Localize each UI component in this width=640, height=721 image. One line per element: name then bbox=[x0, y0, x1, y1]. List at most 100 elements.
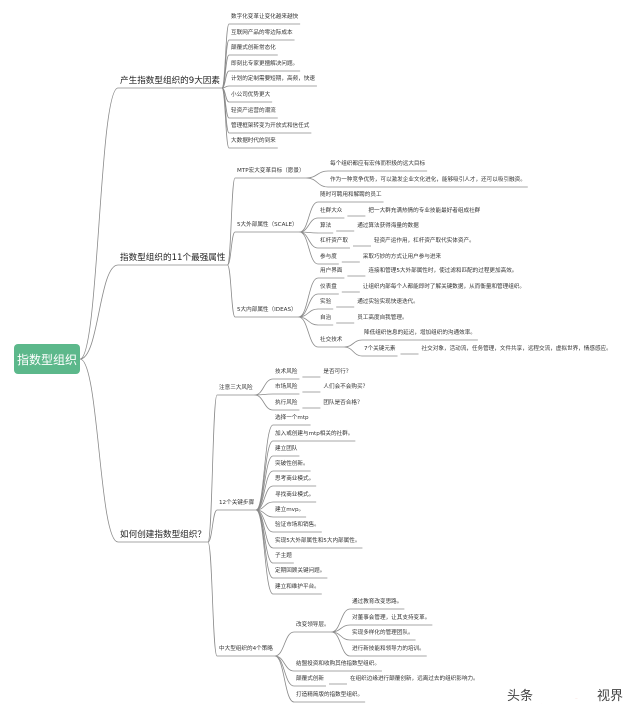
attribute-group[interactable]: 5大内部属性（IDEAS） bbox=[237, 307, 297, 313]
connector bbox=[227, 264, 236, 318]
scale-item[interactable]: 杠杆资产取 bbox=[320, 238, 348, 244]
connector bbox=[221, 70, 230, 89]
connector bbox=[306, 177, 329, 188]
watermark-brand: 头条 bbox=[507, 689, 534, 704]
leadership-item[interactable]: 实现多样化的管理团队。 bbox=[352, 630, 414, 636]
risk-item[interactable]: 技术风险 bbox=[275, 369, 298, 375]
risk-note[interactable]: 是否可行？ bbox=[323, 369, 352, 375]
mtp-item[interactable]: 作为一种竞争优势，可以激发企业文化进化，能够吸引人才，还可以吸引融资。 bbox=[330, 177, 526, 183]
scale-item[interactable]: 随时可聘用和解聘的员工 bbox=[320, 192, 382, 198]
connector bbox=[207, 394, 218, 543]
root-label: 指数型组织 bbox=[16, 352, 77, 367]
leadership-item[interactable]: 对董事会管理，让其支持变革。 bbox=[352, 615, 431, 621]
mtp-item[interactable]: 每个组织都应有宏伟而积极的远大目标 bbox=[330, 161, 426, 167]
connector bbox=[255, 509, 274, 595]
step-item[interactable]: 验证市场和销售。 bbox=[275, 522, 320, 528]
scale-item[interactable]: 算法 bbox=[320, 223, 332, 229]
factor-item[interactable]: 颠覆式创新常态化 bbox=[231, 45, 276, 51]
strategy-item[interactable]: 改变领导层。 bbox=[296, 622, 330, 628]
strategy-note[interactable]: 在组织边缘进行颠覆创新，远离过去的组织影响力。 bbox=[349, 676, 479, 682]
watermark: 头条 锐客网 视界 bbox=[507, 679, 640, 721]
step-item[interactable]: 定期回顾关键问题。 bbox=[275, 568, 326, 574]
connector bbox=[227, 231, 236, 266]
factor-item[interactable]: 计划的定制需要短期，高频，快速 bbox=[231, 76, 315, 82]
scale-note[interactable]: 把一大群充满热情的专业技能最好者组成社群 bbox=[368, 208, 481, 214]
connector bbox=[331, 608, 351, 633]
factor-item[interactable]: 小公司优势更大 bbox=[231, 92, 271, 98]
attribute-group[interactable]: 5大外部属性（SCALE） bbox=[237, 222, 298, 228]
ideas-item[interactable]: 实验 bbox=[320, 299, 332, 305]
strategy-item[interactable]: 打造精简版的指数型组织。 bbox=[296, 692, 364, 698]
connector bbox=[306, 170, 329, 179]
create-group[interactable]: 注意三大风险 bbox=[219, 385, 253, 391]
step-item[interactable]: 建立和维护平台。 bbox=[275, 584, 320, 590]
attribute-group[interactable]: MTP宏大变革目标（愿景） bbox=[237, 168, 305, 174]
connector bbox=[79, 264, 119, 360]
watermark-tail: 视界 bbox=[597, 689, 624, 704]
risk-note[interactable]: 人们会不会购买？ bbox=[323, 384, 369, 390]
step-item[interactable]: 选择一个mtp bbox=[275, 415, 309, 421]
connector bbox=[299, 231, 319, 249]
factor-item[interactable]: 数字化变革让变化越来越快 bbox=[231, 14, 299, 20]
leadership-item[interactable]: 通过教育改变思路。 bbox=[352, 599, 403, 605]
ideas-note[interactable]: 让组织内部每个人都能即时了解关键数据，从而衡量和管理组织。 bbox=[362, 284, 526, 290]
branch-attributes[interactable]: 指数型组织的11个最强属性 bbox=[120, 253, 226, 263]
connector bbox=[254, 378, 274, 396]
connector bbox=[79, 358, 119, 543]
connector bbox=[227, 177, 236, 266]
factor-item[interactable]: 轻资产运营的潮流 bbox=[231, 108, 276, 114]
connector bbox=[274, 655, 295, 703]
step-item[interactable]: 子主题 bbox=[275, 553, 292, 559]
social-tech-item[interactable]: 降低组织信息的延迟，增加组织的沟通效率。 bbox=[364, 330, 476, 336]
risk-item[interactable]: 执行风险 bbox=[275, 400, 298, 406]
factor-item[interactable]: 大数据时代的到来 bbox=[231, 138, 276, 144]
strategy-item[interactable]: 结盟投资和收购其他指数型组织。 bbox=[296, 661, 380, 667]
connector bbox=[255, 485, 274, 511]
step-item[interactable]: 突破性创新。 bbox=[275, 461, 309, 467]
factor-item[interactable]: 管理框架转变为开放式和信任式 bbox=[231, 123, 310, 129]
connector bbox=[274, 631, 295, 657]
branch-factors[interactable]: 产生指数型组织的9大因素 bbox=[120, 76, 220, 86]
connector bbox=[298, 308, 319, 318]
watermark-logo: 锐客网 bbox=[536, 685, 601, 711]
leadership-item[interactable]: 进行新技能和领导力的培训。 bbox=[352, 646, 425, 652]
ideas-item[interactable]: 自治 bbox=[320, 315, 332, 321]
factor-item[interactable]: 即刻比专家更擅解决问题。 bbox=[231, 61, 299, 67]
ideas-note[interactable]: 通过实验实现快速迭代。 bbox=[357, 299, 419, 305]
connector bbox=[298, 277, 319, 318]
connector bbox=[331, 631, 351, 657]
risk-item[interactable]: 市场风险 bbox=[275, 384, 298, 390]
ideas-note[interactable]: 员工高度自我管理。 bbox=[357, 315, 408, 321]
connector bbox=[79, 87, 119, 360]
scale-note[interactable]: 采取巧妙的方式让用户参与进来 bbox=[362, 254, 442, 260]
strategy-item[interactable]: 颠覆式创新 bbox=[296, 676, 324, 682]
scale-note[interactable]: 通过算法获得海量的数据 bbox=[357, 223, 419, 229]
connector bbox=[255, 455, 274, 511]
create-group[interactable]: 12个关键步骤 bbox=[219, 500, 255, 506]
ideas-note[interactable]: 连接和管理5大外部属性时，使过滤和匹配的过程更加高效。 bbox=[368, 268, 518, 274]
step-item[interactable]: 寻找商业模式。 bbox=[275, 492, 315, 498]
connector bbox=[207, 509, 218, 543]
connector bbox=[255, 470, 274, 511]
step-item[interactable]: 实现5大外部属性和5大内部属性。 bbox=[275, 538, 361, 544]
step-item[interactable]: 建立mvp。 bbox=[275, 507, 305, 513]
create-group[interactable]: 中大型组织的4个策略 bbox=[219, 646, 273, 652]
ideas-item[interactable]: 仪表盘 bbox=[320, 284, 337, 290]
scale-note[interactable]: 轻资产运作用，杠杆资产取代实体资产。 bbox=[373, 238, 475, 244]
connector bbox=[344, 346, 363, 357]
social-tech-item[interactable]: 7个关键元素 bbox=[364, 346, 396, 352]
step-item[interactable]: 建立团队 bbox=[275, 446, 298, 452]
connector bbox=[299, 217, 319, 233]
root-node[interactable]: 指数型组织 bbox=[14, 344, 80, 374]
social-tech-note[interactable]: 社交对象，活动流，任务管理，文件共享，远程交流，虚拟世界，情感感应。 bbox=[421, 346, 612, 352]
step-item[interactable]: 思考商业模式。 bbox=[275, 476, 315, 482]
scale-item[interactable]: 参与度 bbox=[320, 254, 337, 260]
scale-item[interactable]: 社群大众 bbox=[320, 208, 343, 214]
risk-note[interactable]: 团队是否合格？ bbox=[323, 400, 363, 406]
branch-create[interactable]: 如何创建指数型组织？ bbox=[120, 530, 206, 540]
step-item[interactable]: 加入或创建与mtp相关的社群。 bbox=[275, 431, 354, 437]
connector bbox=[299, 231, 319, 265]
ideas-item[interactable]: 社交技术 bbox=[320, 337, 343, 343]
ideas-item[interactable]: 用户界面 bbox=[320, 268, 343, 274]
factor-item[interactable]: 互联网产品的零边际成本 bbox=[231, 30, 293, 36]
